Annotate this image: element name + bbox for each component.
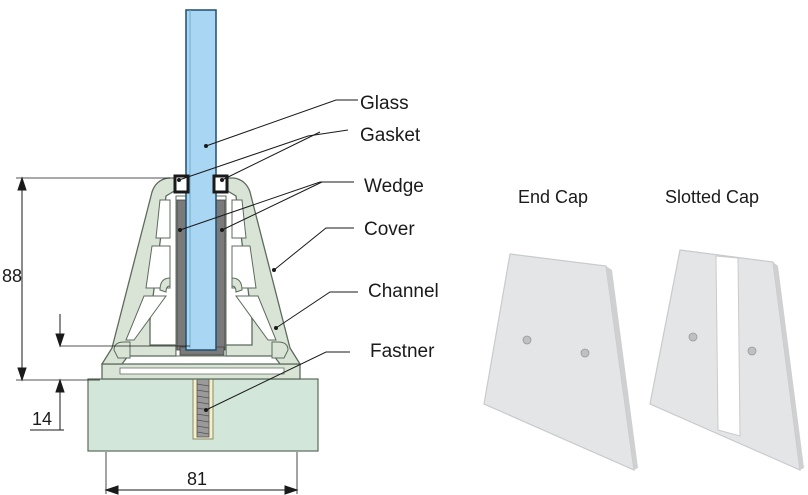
label-wedge: Wedge <box>364 176 424 197</box>
channel-right-webs <box>231 199 277 341</box>
label-glass: Glass <box>360 93 409 114</box>
label-gasket: Gasket <box>360 125 421 146</box>
dimension-base: 14 <box>32 409 53 429</box>
caption-slotted-cap: Slotted Cap <box>665 187 760 207</box>
label-cover: Cover <box>364 219 415 240</box>
wedge-left <box>176 199 187 351</box>
left-foot <box>113 341 131 359</box>
glass-panel <box>185 9 217 351</box>
label-channel: Channel <box>368 281 439 302</box>
dimension-width: 81 <box>187 469 208 489</box>
gasket-left <box>173 174 190 194</box>
channel-base-inner <box>119 367 285 375</box>
leader-dots <box>177 144 278 412</box>
end-cap-image <box>483 253 638 471</box>
left-clip <box>159 277 171 293</box>
right-foot <box>271 341 289 359</box>
right-clip <box>231 277 243 293</box>
caption-end-cap: End Cap <box>518 187 589 207</box>
label-fastner: Fastner <box>370 341 435 362</box>
dimension-height: 88 <box>2 266 23 286</box>
dimension-lines <box>16 176 299 495</box>
fastener-threads <box>196 383 210 435</box>
wedge-right <box>215 199 226 351</box>
leader-lines <box>178 99 358 411</box>
channel-left-webs <box>125 199 171 341</box>
slotted-cap-image <box>649 249 804 471</box>
